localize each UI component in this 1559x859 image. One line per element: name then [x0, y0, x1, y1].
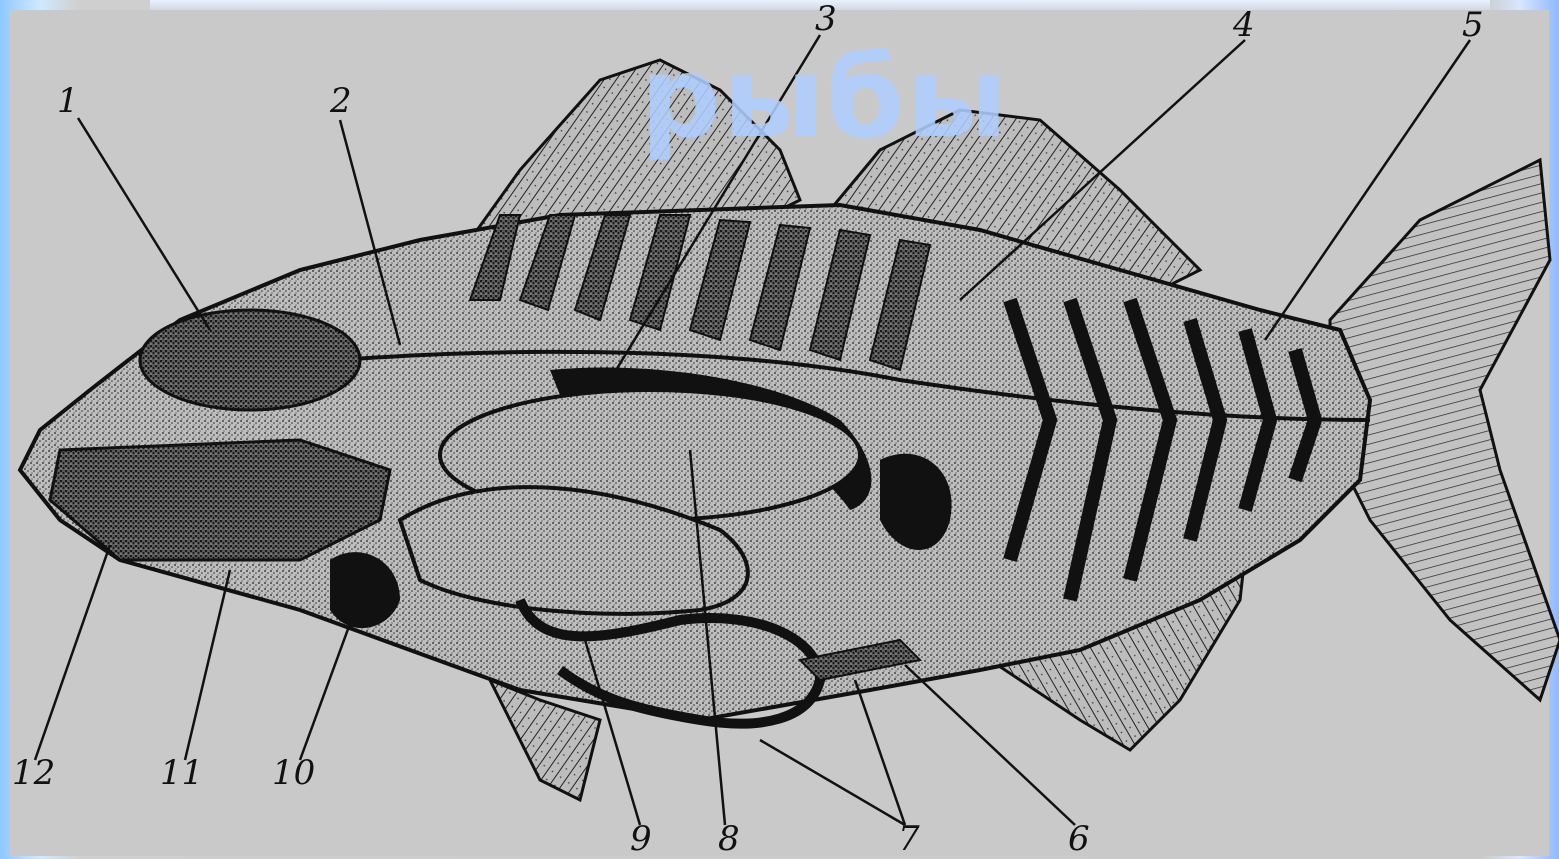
label-8: 8	[718, 822, 740, 856]
page-title: рыбы	[610, 28, 1040, 168]
label-2: 2	[330, 84, 352, 118]
label-12: 12	[12, 756, 55, 790]
brain	[140, 310, 360, 410]
label-9: 9	[630, 822, 652, 856]
label-11: 11	[160, 756, 203, 790]
label-7: 7	[898, 822, 920, 856]
label-10: 10	[272, 756, 315, 790]
label-1: 1	[57, 84, 79, 118]
label-6: 6	[1068, 822, 1090, 856]
label-3: 3	[815, 2, 837, 36]
gills	[50, 440, 390, 560]
label-5: 5	[1462, 8, 1484, 42]
label-4: 4	[1233, 8, 1255, 42]
